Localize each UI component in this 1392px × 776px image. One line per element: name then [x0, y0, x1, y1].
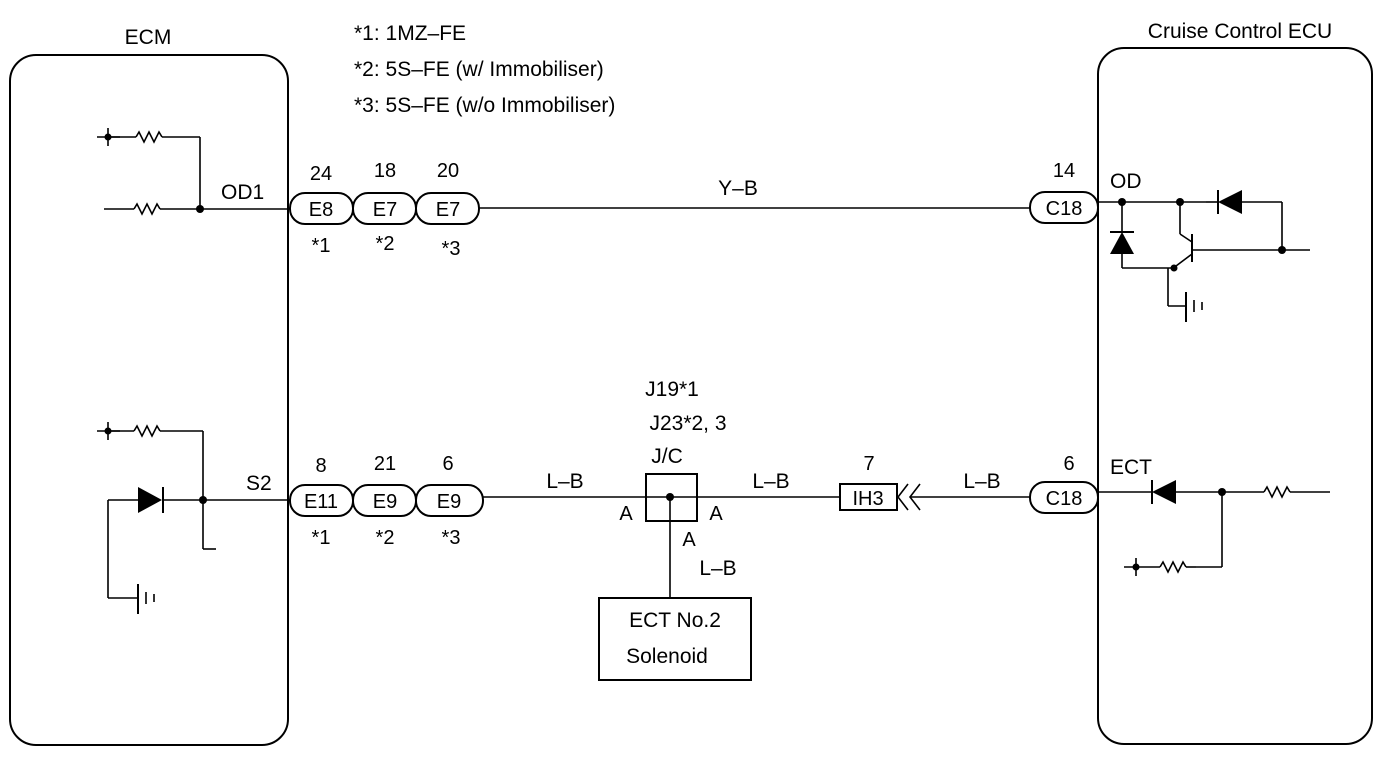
- ecm-od1-circuit: [97, 128, 290, 216]
- jc-pin-right: A: [709, 503, 723, 525]
- connector-e9-b: [415, 484, 484, 517]
- od-wire-color: Y–B: [718, 177, 758, 200]
- connector-code: C18: [1046, 198, 1083, 220]
- jc-label-3: J/C: [651, 445, 683, 468]
- connector-code: E9: [437, 491, 461, 513]
- connector-note: *1: [312, 527, 331, 549]
- solenoid-label-2: Solenoid: [626, 645, 708, 668]
- jc-pin-left: A: [619, 503, 633, 525]
- connector-code: E8: [309, 199, 333, 221]
- connector-pin: 14: [1053, 160, 1075, 182]
- cruise-ecu-box: [1097, 47, 1373, 745]
- connector-c18-od: [1029, 191, 1099, 224]
- connector-note: *1: [312, 235, 331, 257]
- connector-note: *2: [376, 233, 395, 255]
- note-3: *3: 5S–FE (w/o Immobiliser): [354, 94, 615, 117]
- ect-wire-right-color: L–B: [963, 470, 1000, 493]
- s2-connector-group: E11 E9 E9 8 21 6 *1 *2 *3: [289, 453, 484, 549]
- connector-code: E9: [373, 491, 397, 513]
- connector-note: *3: [442, 527, 461, 549]
- connector-pin: 20: [437, 160, 459, 182]
- connector-note: *2: [376, 527, 395, 549]
- connector-pin: 8: [315, 455, 326, 477]
- ecm-s2-pin: S2: [246, 472, 272, 495]
- connector-pin: 6: [1063, 453, 1074, 475]
- ecm-od1-pin: OD1: [221, 181, 264, 204]
- ecm-s2-circuit: [97, 422, 290, 614]
- jc-label-2: J23*2, 3: [649, 412, 726, 435]
- connector-code: IH3: [852, 488, 883, 510]
- connector-c18-ect: [1029, 481, 1099, 514]
- ect-wire-mid-color: L–B: [752, 470, 789, 493]
- connector-note: *3: [442, 238, 461, 260]
- connector-pin: 24: [310, 163, 332, 185]
- ecm-box: [9, 54, 289, 746]
- jc-pin-bottom: A: [682, 529, 696, 551]
- connector-code: C18: [1046, 488, 1083, 510]
- connector-pin: 7: [863, 453, 874, 475]
- connector-pin: 6: [442, 453, 453, 475]
- note-2: *2: 5S–FE (w/ Immobiliser): [354, 58, 604, 81]
- cruise-ect-pin: ECT: [1110, 456, 1152, 479]
- connector-pin: 21: [374, 453, 396, 475]
- connector-code: E11: [304, 491, 338, 513]
- jc-label-1: J19*1: [645, 378, 699, 401]
- connector-pin: 18: [374, 160, 396, 182]
- connector-code: E7: [373, 199, 397, 221]
- ect-wire-down-color: L–B: [699, 557, 736, 580]
- cruise-ect-circuit: [1098, 480, 1330, 576]
- solenoid-label-1: ECT No.2: [629, 609, 721, 632]
- ect-solenoid-box: [598, 597, 752, 681]
- ecm-title: ECM: [125, 26, 172, 49]
- note-1: *1: 1MZ–FE: [354, 22, 466, 45]
- cruise-od-circuit: [1098, 190, 1310, 322]
- connector-code: E7: [436, 199, 460, 221]
- cruise-ecu-title: Cruise Control ECU: [1148, 20, 1332, 43]
- cruise-od-pin: OD: [1110, 170, 1142, 193]
- od-connector-group: E8 E7 E7 24 18 20 *1 *2 *3: [289, 160, 480, 260]
- ect-wire-left-color: L–B: [546, 470, 583, 493]
